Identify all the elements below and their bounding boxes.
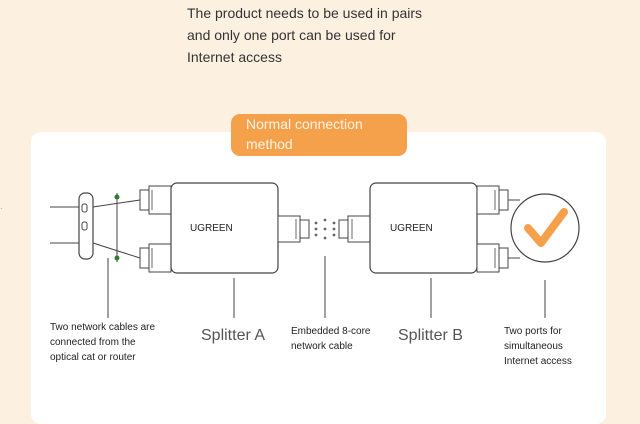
link-dot: [114, 255, 120, 261]
section-title: Normal connection method: [246, 114, 406, 154]
checkmark-icon: [510, 193, 580, 263]
intro-line: Internet access: [187, 49, 282, 65]
right-annotation: Two ports for simultaneous Internet acce…: [504, 324, 572, 369]
splitter-b-label: Splitter B: [398, 327, 463, 344]
splitter-a-label: Splitter A: [201, 327, 266, 344]
diagram-card: [31, 132, 606, 424]
annotation-line: network cable: [291, 341, 353, 352]
section-pill: [231, 114, 407, 156]
input-cables: [92, 193, 141, 262]
annotation-line: Two ports for: [504, 326, 562, 337]
annotation-line: simultaneous: [504, 341, 563, 352]
rj45-plug-icon: [476, 243, 509, 273]
splitter-a-brand: UGREEN: [190, 223, 233, 234]
leader-lines: [107, 256, 546, 318]
annotation-line: Two network cables are: [50, 322, 156, 333]
annotation-line: connected from the: [50, 337, 136, 348]
middle-annotation: Embedded 8-core network cable: [291, 324, 371, 354]
intro-text: The product needs to be used in pairs an…: [187, 2, 487, 68]
wall-socket-icon: [50, 192, 94, 260]
left-annotation: Two network cables are connected from th…: [50, 320, 155, 365]
intro-line: and only one port can be used for: [187, 27, 396, 43]
edge-mark: ·: [0, 204, 3, 213]
splitter-b-brand: UGREEN: [390, 223, 433, 234]
rj45-plug-icon: [277, 215, 310, 243]
annotation-line: Embedded 8-core: [291, 326, 371, 337]
rj45-plug-icon: [139, 185, 172, 215]
rj45-plug-icon: [139, 243, 172, 273]
section-title-line: Normal connection: [246, 116, 363, 132]
link-dot: [114, 194, 120, 200]
embedded-cable: [314, 218, 336, 240]
annotation-line: Internet access: [504, 356, 572, 367]
rj45-plug-icon: [338, 215, 371, 243]
rj45-plug-icon: [476, 185, 509, 215]
annotation-line: optical cat or router: [50, 352, 136, 363]
section-title-line: method: [246, 136, 293, 152]
intro-line: The product needs to be used in pairs: [187, 5, 423, 21]
splitter-b-body: [369, 182, 478, 274]
